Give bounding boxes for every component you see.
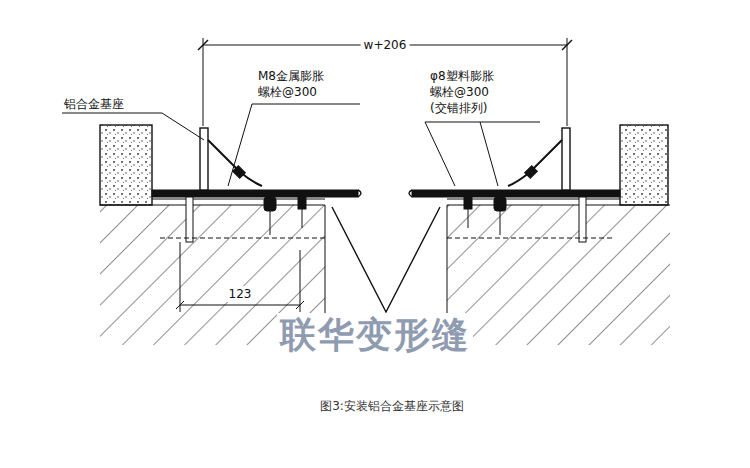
part-label: 铝合金基座 [64, 96, 124, 112]
watermark: 联华变形缝 [277, 313, 473, 356]
part-label: φ8塑料膨胀 螺栓@300 (交错排列) [430, 68, 494, 116]
part-label: M8金属膨胀 螺栓@300 [258, 68, 324, 100]
dimension-label: w+206 [361, 37, 410, 53]
dimension-label: 123 [226, 286, 255, 302]
figure-caption: 图3:安装铝合金基座示意图 [320, 398, 464, 414]
